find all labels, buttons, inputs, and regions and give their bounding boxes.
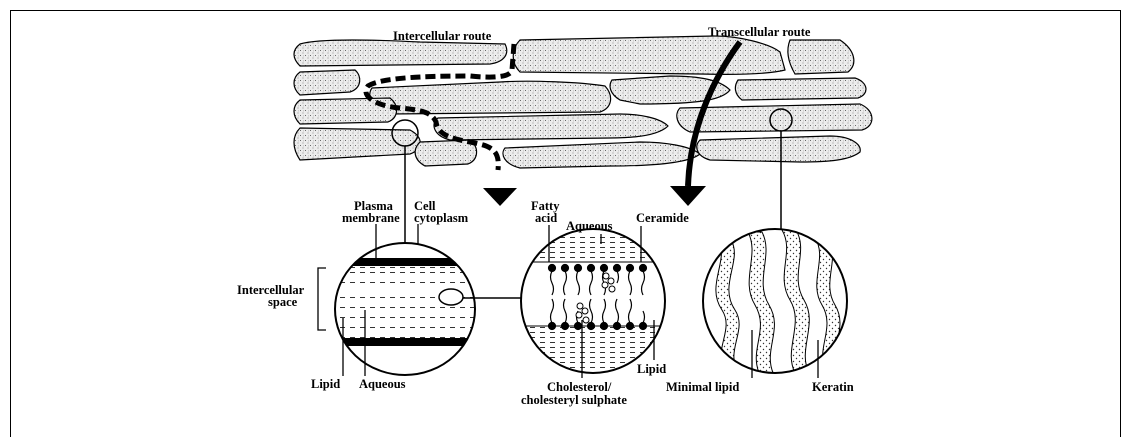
label-intercellular-route: Intercellular route [393, 29, 492, 43]
label-aqueous-left: Aqueous [359, 377, 406, 391]
label-cholesteryl-sulphate: cholesteryl sulphate [521, 393, 627, 407]
label-ceramide: Ceramide [636, 211, 689, 225]
label-acid: acid [535, 211, 557, 225]
label-membrane: membrane [342, 211, 400, 225]
lipid-bilayer-zoom [520, 228, 670, 378]
corneocyte-cell [294, 70, 360, 95]
transcellular-arrow-head [670, 186, 706, 206]
zoom-origin-inner [439, 289, 463, 305]
label-keratin: Keratin [812, 380, 854, 394]
intercellular-arrow-head [483, 188, 517, 206]
label-minimal-lipid: Minimal lipid [666, 380, 739, 394]
label-cytoplasm: cytoplasm [414, 211, 469, 225]
label-aqueous-mid: Aqueous [566, 219, 613, 233]
corneocyte-cell [503, 142, 700, 168]
corneocyte-cell [434, 114, 668, 140]
label-space: space [268, 295, 298, 309]
label-cholesterol: Cholesterol/ [547, 380, 612, 394]
corneocyte-cell [294, 128, 420, 160]
label-lipid-left: Lipid [311, 377, 340, 391]
corneocyte-cell [697, 136, 860, 162]
keratin-zoom [700, 228, 850, 378]
corneocyte-cell [513, 36, 785, 74]
label-lipid-mid: Lipid [637, 362, 666, 376]
corneocyte-cell [788, 40, 854, 74]
label-transcellular-route: Transcellular route [708, 25, 811, 39]
corneocyte-cell [735, 78, 866, 100]
corneocyte-cell [294, 40, 507, 66]
intercellular-space-zoom [330, 240, 480, 380]
